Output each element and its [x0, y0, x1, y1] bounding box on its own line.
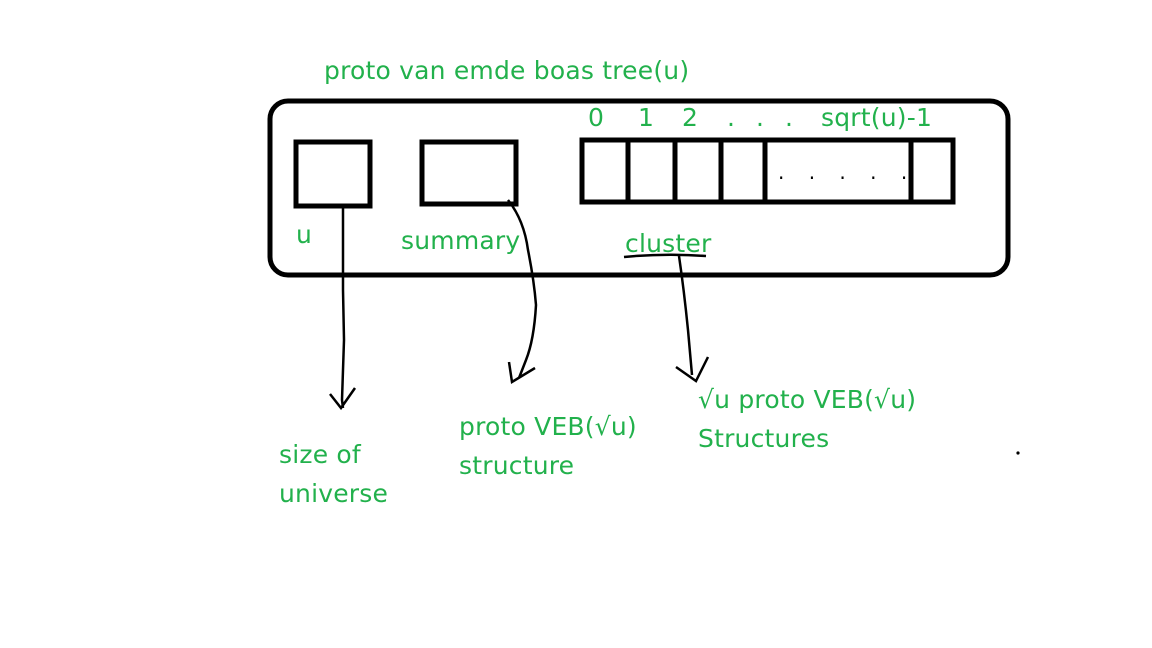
cluster-underline: [623, 253, 707, 259]
summary-target-line-2: structure: [459, 451, 575, 480]
cluster-target-line-2: Structures: [698, 424, 830, 453]
u-arrowhead: [329, 387, 357, 411]
u-target-line-2: universe: [279, 479, 389, 508]
cluster-index-ellipsis: .: [727, 103, 736, 132]
cluster-index-2: 2: [682, 103, 699, 132]
cluster-array: [579, 137, 956, 205]
cluster-index-1: 1: [638, 103, 655, 132]
cluster-index-0: 0: [588, 103, 605, 132]
summary-arrow: [507, 199, 538, 379]
u-target-line-1: size of: [279, 440, 361, 469]
cluster-label: cluster: [625, 229, 712, 258]
cluster-arrow: [677, 255, 694, 376]
u-label: u: [296, 220, 313, 249]
cluster-index-last: sqrt(u)-1: [821, 103, 933, 132]
cluster-index-ellipsis: .: [756, 103, 765, 132]
summary-field-box: [419, 139, 519, 207]
u-arrow: [340, 206, 346, 409]
veb-structure-outline: [267, 98, 1011, 278]
diagram-title: proto van emde boas tree(u): [324, 56, 690, 85]
stray-dot: [1016, 451, 1020, 455]
cluster-index-ellipsis: .: [785, 103, 794, 132]
summary-arrowhead: [507, 361, 536, 385]
summary-label: summary: [401, 226, 521, 255]
summary-target-line-1: proto VEB(√u): [459, 412, 637, 441]
cluster-cell-ellipsis: . . . . .: [778, 160, 917, 184]
u-field-box: [293, 139, 373, 209]
cluster-target-line-1: √u proto VEB(√u): [698, 385, 917, 414]
cluster-arrowhead: [675, 356, 710, 383]
